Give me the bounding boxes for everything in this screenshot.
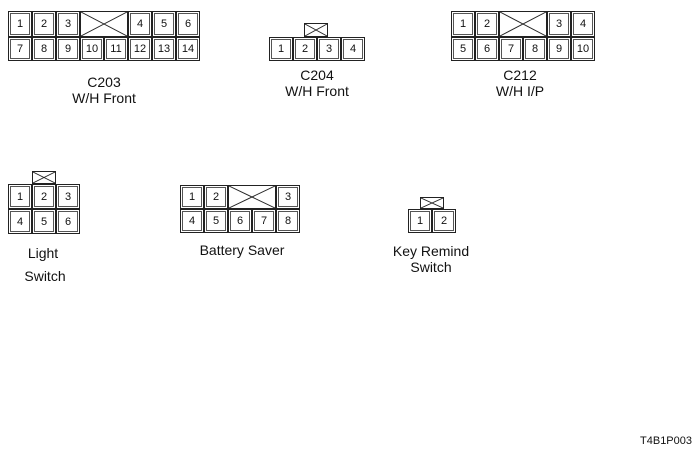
connector-c212-name: C212 [503, 67, 537, 83]
pin-5: 5 [451, 37, 475, 61]
figure-code: T4B1P003 [640, 435, 692, 447]
pin-7: 7 [499, 37, 523, 61]
pin-6: 6 [176, 11, 200, 37]
latch-marker [420, 197, 444, 209]
pin-6: 6 [56, 209, 80, 234]
pin-4: 4 [571, 11, 595, 37]
pin-8: 8 [523, 37, 547, 61]
blank-cavity-marker [228, 185, 276, 209]
pin-1: 1 [8, 184, 32, 209]
pin-5: 5 [32, 209, 56, 234]
blank-cavity-marker [80, 11, 128, 37]
pin-4: 4 [8, 209, 32, 234]
pin-4: 4 [341, 37, 365, 61]
pin-2: 2 [32, 184, 56, 209]
blank-cavity-marker [499, 11, 547, 37]
pin-4: 4 [180, 209, 204, 233]
pin-3: 3 [547, 11, 571, 37]
pin-9: 9 [56, 37, 80, 61]
pin-10: 10 [571, 37, 595, 61]
pin-2: 2 [475, 11, 499, 37]
connector-c212-description: W/H I/P [495, 83, 545, 99]
pin-8: 8 [32, 37, 56, 61]
pin-5: 5 [152, 11, 176, 37]
connector-key-remind-switch-description: Switch [410, 259, 452, 275]
pin-11: 11 [104, 37, 128, 61]
connector-c203-name: C203 [87, 74, 121, 90]
pin-2: 2 [293, 37, 317, 61]
pin-6: 6 [475, 37, 499, 61]
latch-marker [304, 23, 328, 37]
connector-light-switch-name: Light [27, 245, 59, 261]
pin-7: 7 [252, 209, 276, 233]
pin-13: 13 [152, 37, 176, 61]
pin-6: 6 [228, 209, 252, 233]
pin-10: 10 [80, 37, 104, 61]
connector-c204-name: C204 [300, 67, 334, 83]
pin-2: 2 [32, 11, 56, 37]
pin-3: 3 [56, 11, 80, 37]
latch-marker [32, 171, 56, 184]
connector-battery-saver-name: Battery Saver [199, 242, 285, 258]
pin-1: 1 [8, 11, 32, 37]
pin-8: 8 [276, 209, 300, 233]
pin-9: 9 [547, 37, 571, 61]
pin-2: 2 [432, 209, 456, 233]
pin-3: 3 [276, 185, 300, 209]
pin-12: 12 [128, 37, 152, 61]
pin-5: 5 [204, 209, 228, 233]
connector-c203-description: W/H Front [72, 90, 136, 106]
pin-2: 2 [204, 185, 228, 209]
connector-c204-description: W/H Front [285, 83, 349, 99]
pin-3: 3 [317, 37, 341, 61]
pin-14: 14 [176, 37, 200, 61]
pin-1: 1 [180, 185, 204, 209]
connector-light-switch-description: Switch [24, 268, 66, 284]
pin-3: 3 [56, 184, 80, 209]
pin-1: 1 [451, 11, 475, 37]
pin-4: 4 [128, 11, 152, 37]
pin-1: 1 [408, 209, 432, 233]
pin-1: 1 [269, 37, 293, 61]
pin-7: 7 [8, 37, 32, 61]
connector-key-remind-switch-name: Key Remind [392, 243, 470, 259]
